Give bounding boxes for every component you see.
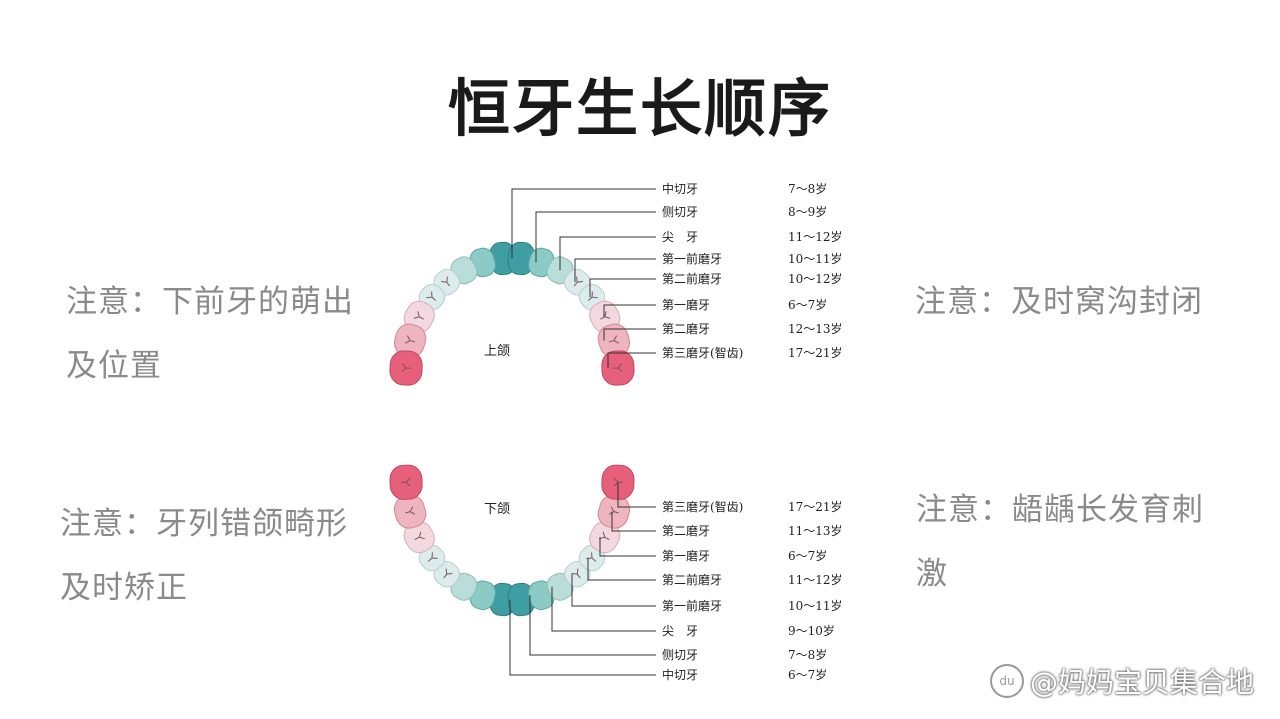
tooth-name: 第二磨牙 [662, 322, 711, 336]
watermark-text: @妈妈宝贝集合地 [1029, 666, 1254, 699]
tooth-crease-mark [587, 291, 598, 301]
tooth-crease-mark [571, 568, 581, 579]
tooth-age: 17～21岁 [788, 500, 843, 514]
tooth-crease-mark [573, 276, 583, 287]
leader-line [571, 574, 656, 607]
lower-arch [389, 464, 635, 617]
tooth-crease-mark [405, 506, 416, 515]
leader-line [617, 482, 656, 508]
tooth-crease-mark [443, 568, 453, 579]
tooth-age: 11～12岁 [788, 573, 843, 587]
tooth-name: 第二前磨牙 [662, 573, 723, 587]
tooth-name: 侧切牙 [662, 205, 699, 219]
tooth-age: 10～11岁 [788, 252, 843, 266]
leader-line [509, 599, 656, 676]
tooth-name: 第二磨牙 [662, 524, 711, 538]
tooth-crease-mark [441, 276, 451, 287]
leader-line [587, 558, 656, 581]
tooth-crease-mark [401, 477, 411, 487]
tooth-age: 7～8岁 [788, 182, 828, 196]
leader-line [535, 211, 656, 263]
tooth-name: 第一磨牙 [662, 298, 711, 312]
tooth-crease-mark [600, 311, 611, 320]
note-lower-right: 注意：龉龋长发育刺激 [916, 492, 1204, 592]
leader-line [529, 595, 656, 656]
leader-line [551, 586, 656, 632]
tooth-crease-mark [401, 363, 412, 373]
upper-jaw-label: 上颌 [484, 344, 511, 359]
tooth-age: 17～21岁 [788, 346, 843, 360]
tooth-age: 8～9岁 [788, 205, 828, 219]
tooth-crease-mark [599, 531, 610, 541]
tooth-name: 尖 牙 [662, 624, 699, 638]
leader-line [603, 328, 656, 341]
lower-jaw-label: 下颌 [484, 502, 511, 517]
tooth-name: 第二前磨牙 [662, 272, 723, 286]
tooth-crease-mark [612, 363, 623, 373]
watermark: du @妈妈宝贝集合地 [989, 661, 1254, 701]
tooth-age: 11～12岁 [788, 230, 843, 244]
leader-line [511, 188, 656, 259]
tooth-age: 10～11岁 [788, 599, 843, 613]
note-upper-left: 注意：下前牙的萌出及位置 [66, 284, 354, 384]
tooth-name: 中切牙 [662, 182, 699, 196]
leader-line [589, 278, 656, 298]
tooth-name: 第三磨牙(智齿) [662, 346, 744, 360]
tooth-age: 6～7岁 [788, 668, 828, 682]
tooth-age: 9～10岁 [788, 624, 835, 638]
leader-line [559, 236, 656, 271]
leader-line [607, 352, 656, 369]
tooth-crease-mark [608, 335, 620, 344]
tooth-age: 6～7岁 [788, 298, 828, 312]
upper-arch [389, 241, 635, 386]
note-upper-right: 注意：及时窝沟封闭 [915, 284, 1203, 320]
leader-line [611, 511, 656, 532]
tooth-crease-mark [414, 531, 425, 541]
tooth-name: 尖 牙 [662, 230, 699, 244]
tooth-name: 侧切牙 [662, 648, 699, 662]
tooth-crease-mark [426, 291, 437, 301]
tooth-age: 11～13岁 [788, 524, 843, 538]
leader-line [574, 258, 656, 283]
watermark-logo-icon: du [989, 664, 1024, 698]
tooth-age: 12～13岁 [788, 322, 843, 336]
tooth-crease-mark [427, 552, 438, 562]
leader-line [599, 537, 656, 557]
tooth-age: 6～7岁 [788, 549, 828, 563]
note-lower-left: 注意：牙列错颌畸形及时矫正 [60, 506, 348, 606]
tooth-name: 第三磨牙(智齿) [662, 500, 744, 514]
tooth-crease-mark [413, 311, 424, 320]
tooth-name: 第一前磨牙 [662, 252, 723, 266]
tooth-age: 7～8岁 [788, 648, 828, 662]
leader-lines [509, 188, 656, 676]
tooth-age: 10～12岁 [788, 272, 843, 286]
leader-line [603, 304, 656, 317]
tooth-crease-mark [404, 335, 416, 344]
tooth-name: 第一磨牙 [662, 549, 711, 563]
tooth-name: 中切牙 [662, 668, 699, 682]
tooth-crease-mark [608, 506, 619, 515]
page-title: 恒牙生长顺序 [447, 72, 832, 145]
tooth-name: 第一前磨牙 [662, 599, 723, 613]
